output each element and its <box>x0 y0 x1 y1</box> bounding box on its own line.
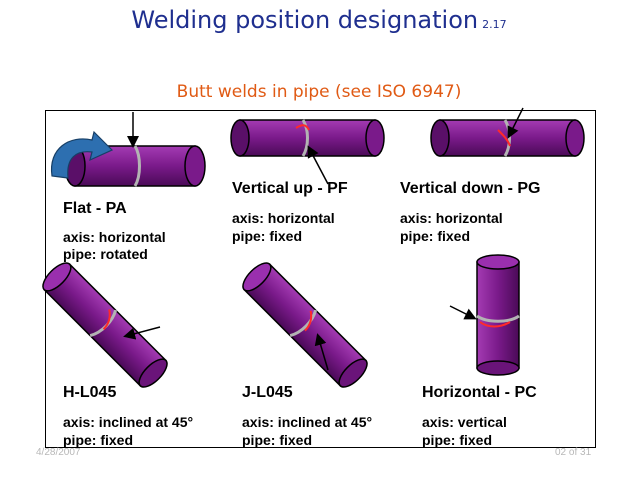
pipe-flat-pa <box>50 112 206 187</box>
pipe-h-l045 <box>42 262 168 388</box>
position-name-horizontal-pc: Horizontal - PC <box>422 384 537 401</box>
position-axis-flat-pa: axis: horizontal <box>63 229 166 245</box>
position-name-flat-pa: Flat - PA <box>63 200 127 217</box>
position-pipe-vertical-up-pf: pipe: fixed <box>232 228 303 244</box>
position-pipe-horizontal-pc: pipe: fixed <box>422 432 493 448</box>
position-axis-h-l045: axis: inclined at 45° <box>63 414 194 430</box>
position-pipe-j-l045: pipe: fixed <box>242 432 313 448</box>
pipe-horizontal-pc <box>449 254 520 376</box>
position-name-vertical-up-pf: Vertical up - PF <box>232 180 348 197</box>
pipe-j-l045 <box>242 262 368 388</box>
position-name-j-l045: J-L045 <box>242 384 293 401</box>
footer-page-number: 02 of 31 <box>555 447 592 458</box>
title-text: Welding position designation <box>131 6 479 34</box>
pipe-vertical-up-pf <box>230 119 385 185</box>
slide-subtitle: Butt welds in pipe (see ISO 6947) <box>176 82 462 102</box>
pipe-vertical-down-pg <box>430 107 585 157</box>
position-pipe-vertical-down-pg: pipe: fixed <box>400 228 471 244</box>
position-pipe-flat-pa: pipe: rotated <box>63 246 148 262</box>
position-name-vertical-down-pg: Vertical down - PG <box>400 180 541 197</box>
position-axis-horizontal-pc: axis: vertical <box>422 414 507 430</box>
position-axis-vertical-up-pf: axis: horizontal <box>232 210 335 226</box>
position-name-h-l045: H-L045 <box>63 384 117 401</box>
position-axis-j-l045: axis: inclined at 45° <box>242 414 373 430</box>
rotation-arrow-icon <box>50 130 114 179</box>
position-axis-vertical-down-pg: axis: horizontal <box>400 210 503 226</box>
title-number: 2.17 <box>482 18 507 31</box>
position-pipe-h-l045: pipe: fixed <box>63 432 134 448</box>
footer-date: 4/28/2007 <box>36 447 81 458</box>
